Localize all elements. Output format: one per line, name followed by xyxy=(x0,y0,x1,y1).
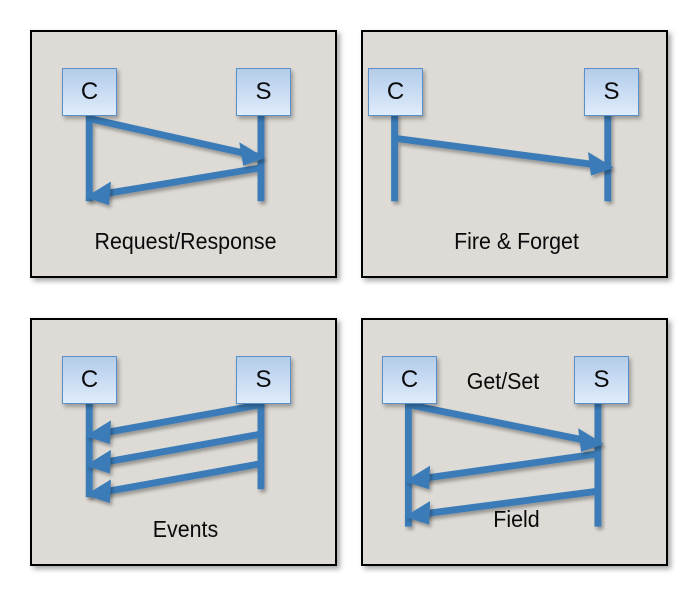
message-event-1-line xyxy=(96,401,262,438)
message-response-arrowhead xyxy=(85,181,111,206)
message-request-line xyxy=(88,115,258,160)
message-label-get-set: Get/Set xyxy=(466,368,540,394)
server-node: S xyxy=(236,68,291,116)
client-node: C xyxy=(62,356,117,404)
client-node: C xyxy=(62,68,117,116)
message-get-set-line xyxy=(407,401,595,446)
client-node-label: C xyxy=(386,78,405,105)
message-event-2-arrowhead xyxy=(85,449,111,474)
message-response-line xyxy=(94,164,262,199)
message-request-arrowhead xyxy=(239,142,265,166)
server-node-label: S xyxy=(593,366,610,393)
panel-title-events: Events xyxy=(152,516,219,542)
message-update-2-line xyxy=(415,487,599,519)
message-update-1-line xyxy=(415,450,599,483)
panel-events-sequence xyxy=(85,400,265,503)
message-get-set-arrowhead xyxy=(578,428,604,452)
message-event-3-line xyxy=(96,460,262,497)
message-update-1-arrowhead xyxy=(404,465,431,490)
server-node: S xyxy=(236,356,291,404)
client-node: C xyxy=(368,68,423,116)
message-event-3-arrowhead xyxy=(85,479,111,503)
client-node-label: C xyxy=(80,78,99,105)
server-node-label: S xyxy=(255,78,272,105)
panel-fire-and-forget-sequence xyxy=(391,112,614,202)
server-node: S xyxy=(584,68,639,116)
panel-field: C S Get/Set Field xyxy=(361,318,668,566)
message-event-2-line xyxy=(96,430,262,468)
panel-request-response-sequence xyxy=(85,112,265,206)
message-update-2-arrowhead xyxy=(404,501,431,525)
panel-field-sequence xyxy=(404,400,604,527)
message-fire-line xyxy=(394,134,605,170)
client-node-label: C xyxy=(80,366,99,393)
panel-title-request-response: Request/Response xyxy=(94,228,277,254)
client-node-label: C xyxy=(400,366,419,393)
panel-fire-and-forget: C S Fire & Forget xyxy=(361,30,668,278)
client-node: C xyxy=(382,356,437,404)
message-event-1-arrowhead xyxy=(85,420,111,444)
server-node-label: S xyxy=(255,366,272,393)
panel-title-field: Field xyxy=(493,506,540,532)
panel-request-response: C S Request/Response xyxy=(30,30,337,278)
message-fire-arrowhead xyxy=(588,152,614,176)
server-node: S xyxy=(574,356,629,404)
server-node-label: S xyxy=(603,78,620,105)
panel-events: C S Events xyxy=(30,318,337,566)
panel-title-fire-and-forget: Fire & Forget xyxy=(454,228,579,254)
